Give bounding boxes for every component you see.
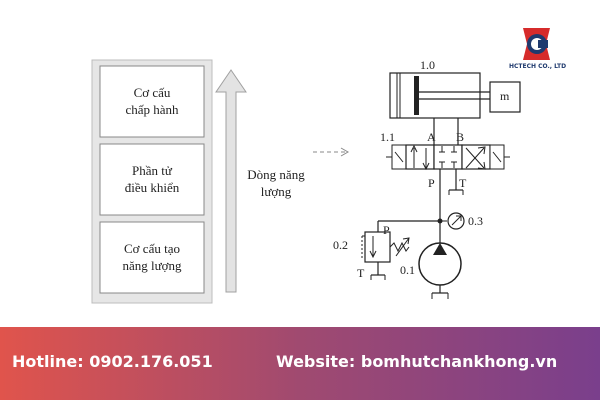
block-control	[99, 143, 205, 216]
energy-flow-line2: lượng	[260, 184, 292, 199]
website-link[interactable]: Website: bomhutchankhong.vn	[276, 352, 558, 371]
label-pump: 0.1	[400, 263, 415, 277]
label-port-t: T	[459, 176, 467, 190]
energy-flow-label: Dòng năng lượng	[240, 166, 312, 200]
cylinder-symbol	[389, 72, 521, 145]
block-power-line1: Cơ cấu tạo	[124, 241, 180, 256]
label-valve: 1.1	[380, 130, 395, 144]
label-port-p: P	[428, 176, 435, 190]
label-relief-valve: 0.2	[333, 238, 348, 252]
dashed-arrow	[313, 147, 350, 157]
footer-banner: Hotline: 0902.176.051 Website: bomhutcha…	[0, 327, 600, 400]
pump-symbol	[418, 230, 462, 299]
block-control-line1: Phần tử	[132, 163, 172, 178]
hotline-text: Hotline: 0902.176.051	[12, 352, 213, 371]
block-power-line2: năng lượng	[122, 258, 182, 273]
label-relief-t: T	[357, 266, 365, 280]
label-relief-p: P	[383, 223, 390, 237]
block-control-line2: điều khiển	[124, 180, 180, 195]
label-cylinder: 1.0	[420, 58, 435, 72]
block-actuator-line1: Cơ cấu	[133, 85, 171, 100]
label-port-a: A	[427, 130, 436, 144]
block-actuator-label: Cơ cấu chấp hành	[100, 84, 204, 118]
label-port-b: B	[456, 130, 465, 144]
energy-flow-arrow	[215, 69, 247, 293]
block-power-label: Cơ cấu tạo năng lượng	[100, 240, 204, 274]
relief-valve	[361, 231, 410, 280]
pressure-gauge	[447, 212, 465, 230]
block-stack	[91, 59, 213, 304]
company-logo	[523, 28, 550, 60]
block-control-label: Phần tử điều khiển	[100, 162, 204, 196]
energy-flow-line1: Dòng năng	[247, 167, 305, 182]
block-power	[99, 221, 205, 294]
label-gauge: 0.3	[468, 214, 483, 228]
block-actuator	[99, 65, 205, 138]
directional-valve	[386, 144, 510, 171]
hydraulic-lines	[377, 169, 464, 232]
label-mass: m	[500, 89, 510, 103]
logo-company-text: HCTECH CO., LTD	[509, 63, 567, 70]
block-actuator-line2: chấp hành	[125, 102, 179, 117]
mass-box	[489, 81, 521, 113]
